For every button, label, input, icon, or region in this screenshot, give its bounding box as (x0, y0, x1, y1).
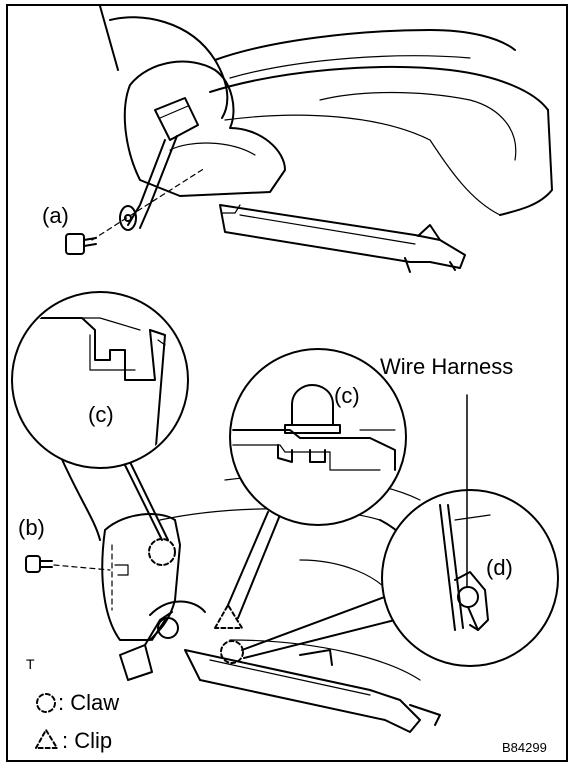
detail-circle-c-right (229, 348, 407, 526)
figure-id: B84299 (502, 740, 547, 755)
legend-clip-icon (35, 729, 58, 749)
detail-circle-c-left (11, 291, 189, 469)
bolt-a-icon (65, 233, 97, 255)
legend-clip-label: : Clip (62, 728, 113, 753)
callout-c-right: (c) (334, 383, 360, 408)
top-seat-illustration (65, 5, 553, 273)
detail-circle-d (381, 394, 559, 667)
callout-d: (d) (486, 555, 513, 580)
marker-t: T (26, 656, 35, 672)
wire-harness-label: Wire Harness (380, 354, 514, 379)
callout-a: (a) (42, 203, 69, 228)
legend-claw-label: : Claw (58, 690, 120, 715)
figure-frame (6, 4, 568, 762)
legend-claw-icon (36, 693, 56, 713)
callout-c-left: (c) (88, 402, 114, 427)
claw-marker (148, 538, 176, 566)
bolt-b-icon (25, 555, 53, 573)
callout-b: (b) (18, 515, 45, 540)
